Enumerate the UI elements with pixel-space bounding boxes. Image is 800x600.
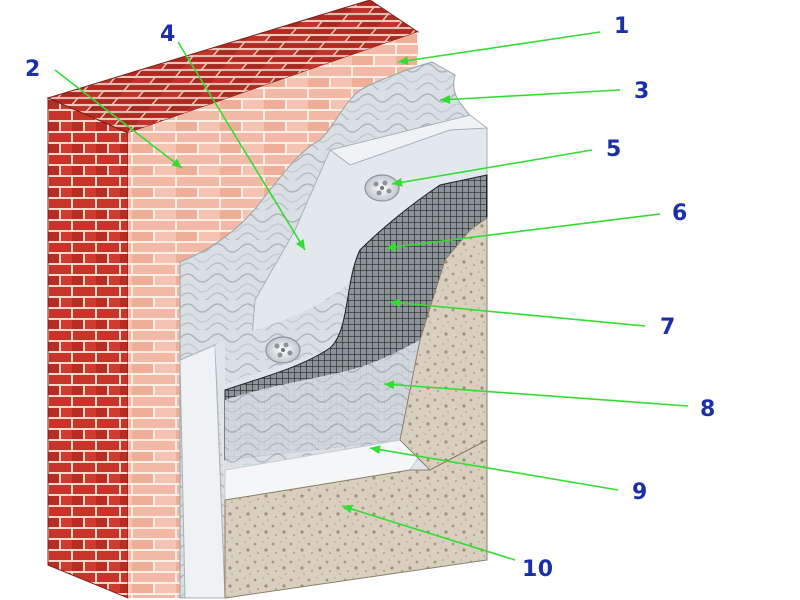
dowel-callout-arrowhead [392, 177, 403, 187]
reinforcement-mesh-callout: 7 [660, 315, 676, 340]
wall-surface-callout-leader [54, 69, 183, 169]
decorative-plaster-callout: 10 [522, 557, 554, 582]
insulation-board-callout-arrowhead [295, 239, 305, 250]
brick-wall-callout: 1 [614, 14, 630, 39]
decorative-plaster-bottom [224, 439, 488, 599]
primer-callout-arrowhead [370, 445, 381, 455]
base-coat-callout-arrowhead [386, 242, 397, 252]
base-coat-callout-leader [385, 213, 661, 249]
adhesive-layer-callout: 3 [634, 79, 650, 104]
decorative-plaster-callout-leader [341, 505, 516, 561]
base-coat-callout: 6 [672, 201, 688, 226]
brick-wall-callout-arrowhead [398, 56, 409, 65]
insulation-board-callout-leader [177, 41, 306, 251]
primer-callout: 9 [632, 480, 648, 505]
second-coat-callout: 8 [700, 397, 716, 422]
second-coat-callout-arrowhead [384, 380, 395, 390]
brick-wall-side [47, 97, 129, 599]
adhesive-layer-callout-arrowhead [440, 94, 451, 104]
dowel-lower [265, 336, 301, 364]
second-coat-callout-leader [383, 383, 689, 407]
dowel-callout: 5 [606, 137, 622, 162]
brick-wall-front-lower [128, 360, 180, 598]
dowel-callout-leader [391, 149, 593, 185]
wall-surface-callout: 2 [25, 57, 41, 82]
brick-wall-callout-leader [397, 31, 601, 63]
reinforcement-mesh-callout-leader [389, 301, 646, 327]
second-coat-layer [225, 340, 425, 468]
insulation-board-callout: 4 [160, 22, 176, 47]
decorative-plaster-callout-arrowhead [342, 504, 353, 514]
adhesive-layer-callout-leader [439, 89, 621, 101]
dowel-upper [364, 174, 400, 202]
wall-surface-callout-arrowhead [171, 158, 182, 168]
primer-callout-leader [369, 447, 619, 491]
callouts: 1 2 3 4 5 6 7 8 9 10 [25, 14, 716, 582]
reinforcement-mesh-callout-arrowhead [390, 298, 401, 308]
